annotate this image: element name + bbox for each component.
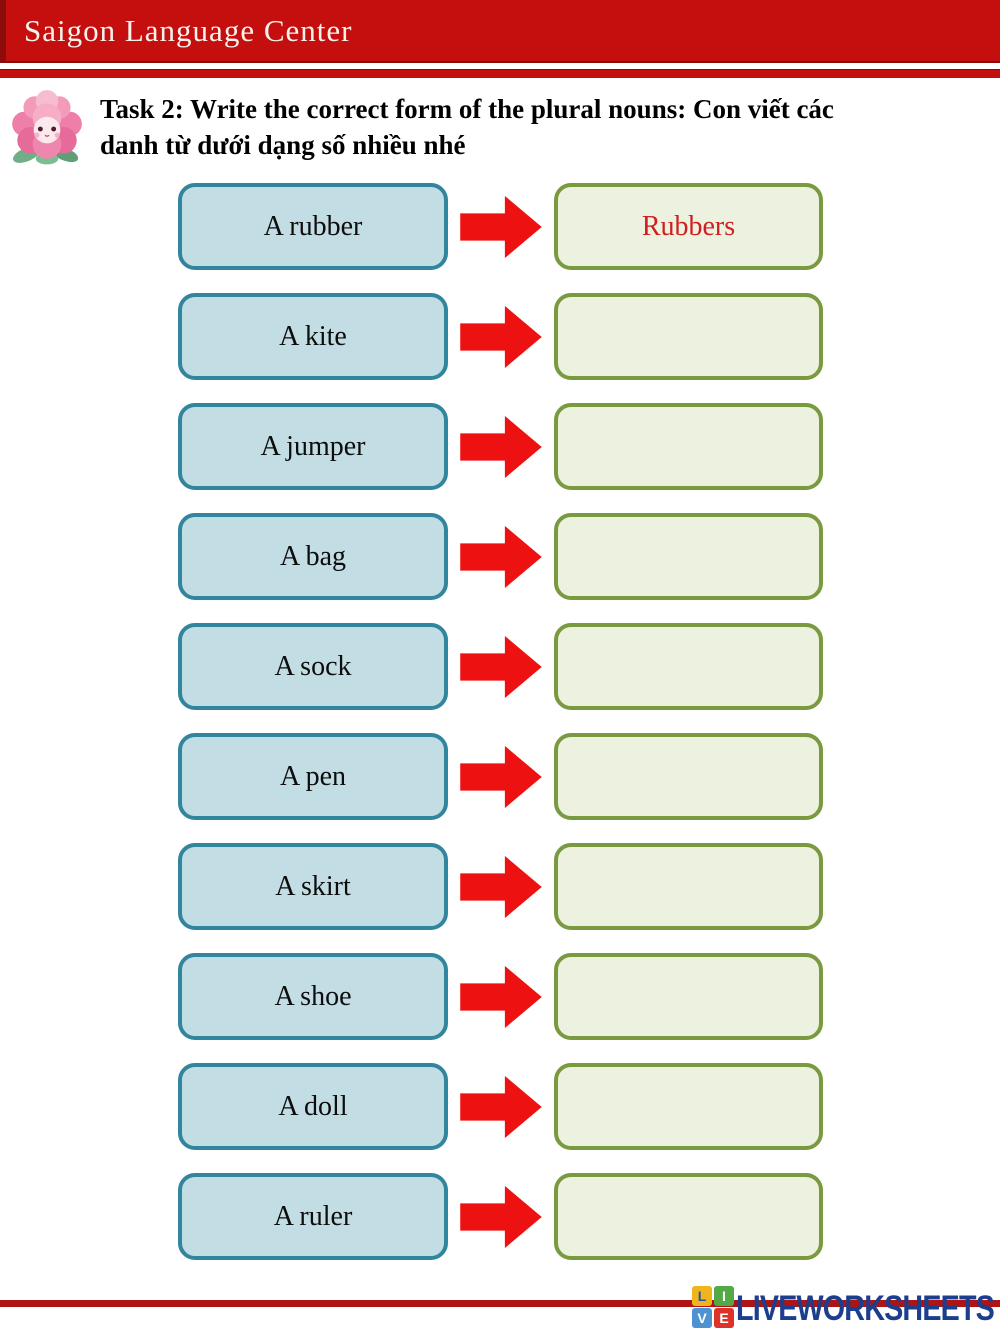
answer-input-box[interactable] <box>554 953 823 1040</box>
task-instruction-line1: Task 2: Write the correct form of the pl… <box>100 94 834 124</box>
header-stripe <box>0 69 1000 78</box>
singular-noun-label: A skirt <box>275 870 351 902</box>
singular-noun-label: A sock <box>274 650 352 682</box>
singular-noun-label: A pen <box>279 760 347 792</box>
liveworksheets-logo[interactable]: L I V E LIVEWORKSHEETS <box>692 1286 1000 1331</box>
flower-icon <box>12 90 82 165</box>
answer-input-box[interactable] <box>554 1173 823 1260</box>
header-bar: Saigon Language Center <box>0 0 1000 63</box>
answer-text: Rubbers <box>641 210 736 242</box>
right-arrow-icon <box>460 965 542 1028</box>
right-arrow-icon <box>460 525 542 588</box>
liveworksheets-logo-tiles: L I V E <box>692 1286 734 1328</box>
right-arrow-icon <box>460 195 542 258</box>
right-arrow-icon <box>460 305 542 368</box>
singular-noun-box: A kite <box>178 293 448 380</box>
arrow <box>448 403 554 490</box>
right-arrow-icon <box>460 415 542 478</box>
answer-input-box[interactable] <box>554 1063 823 1150</box>
logo-tile-v: V <box>692 1308 712 1328</box>
answer-input-box[interactable] <box>554 733 823 820</box>
singular-noun-box: A pen <box>178 733 448 820</box>
singular-noun-box: A rubber <box>178 183 448 270</box>
logo-tile-i: I <box>714 1286 734 1306</box>
arrow <box>448 623 554 710</box>
worksheet-row: A skirt <box>178 843 828 930</box>
answer-input-box[interactable]: Rubbers <box>554 183 823 270</box>
singular-noun-box: A skirt <box>178 843 448 930</box>
right-arrow-icon <box>460 855 542 918</box>
worksheet-row: A bag <box>178 513 828 600</box>
arrow <box>448 953 554 1040</box>
logo-tile-l: L <box>692 1286 712 1306</box>
singular-noun-box: A jumper <box>178 403 448 490</box>
singular-noun-box: A shoe <box>178 953 448 1040</box>
arrow <box>448 293 554 380</box>
arrow <box>448 513 554 600</box>
worksheet-row: A sock <box>178 623 828 710</box>
worksheet-row: A rubber Rubbers <box>178 183 828 270</box>
arrow <box>448 843 554 930</box>
worksheet-rows: A rubber Rubbers A kite A jumper <box>178 183 828 1283</box>
singular-noun-box: A bag <box>178 513 448 600</box>
answer-input-box[interactable] <box>554 843 823 930</box>
liveworksheets-wordmark: LIVEWORKSHEETS <box>736 1289 995 1328</box>
answer-input-box[interactable] <box>554 403 823 490</box>
singular-noun-label: A jumper <box>260 430 366 462</box>
worksheet-row: A kite <box>178 293 828 380</box>
answer-input-box[interactable] <box>554 513 823 600</box>
arrow <box>448 1063 554 1150</box>
right-arrow-icon <box>460 745 542 808</box>
worksheet-row: A shoe <box>178 953 828 1040</box>
logo-tile-e: E <box>714 1308 734 1328</box>
singular-noun-box: A ruler <box>178 1173 448 1260</box>
singular-noun-box: A sock <box>178 623 448 710</box>
worksheet-row: A doll <box>178 1063 828 1150</box>
task-instruction-line2: danh từ dưới dạng số nhiều nhé <box>100 129 466 160</box>
singular-noun-label: A kite <box>279 320 347 352</box>
answer-input-box[interactable] <box>554 293 823 380</box>
answer-input-box[interactable] <box>554 623 823 710</box>
singular-noun-label: A shoe <box>274 980 352 1012</box>
arrow <box>448 1173 554 1260</box>
footer-divider-line <box>0 1300 1000 1307</box>
arrow <box>448 733 554 820</box>
worksheet-row: A ruler <box>178 1173 828 1260</box>
task-instruction: Task 2: Write the correct form of the pl… <box>100 92 930 164</box>
singular-noun-label: A rubber <box>263 210 363 242</box>
worksheet-row: A pen <box>178 733 828 820</box>
worksheet-row: A jumper <box>178 403 828 490</box>
singular-noun-label: A ruler <box>273 1200 353 1232</box>
right-arrow-icon <box>460 1185 542 1248</box>
page-title: Saigon Language Center <box>24 12 353 48</box>
right-arrow-icon <box>460 1075 542 1138</box>
singular-noun-label: A bag <box>279 540 347 572</box>
singular-noun-box: A doll <box>178 1063 448 1150</box>
arrow <box>448 183 554 270</box>
right-arrow-icon <box>460 635 542 698</box>
singular-noun-label: A doll <box>278 1090 348 1122</box>
